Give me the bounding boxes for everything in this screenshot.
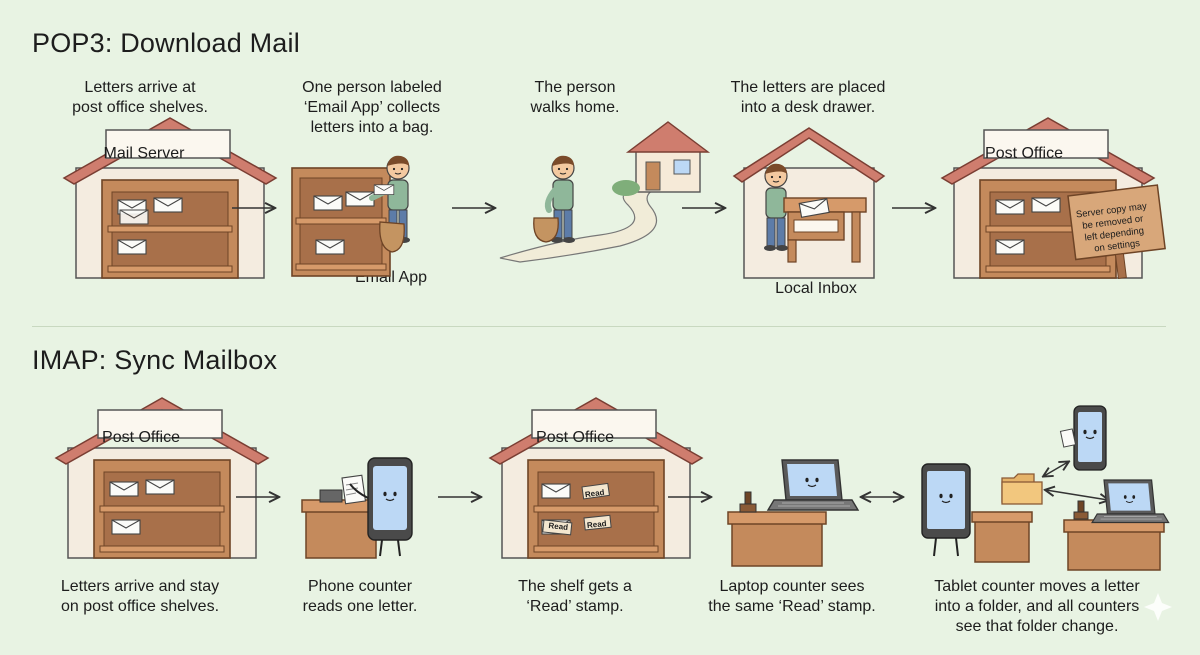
read-stamp-1 [581, 482, 610, 500]
phone-character-small [1059, 405, 1107, 471]
local-inbox-label: Local Inbox [775, 280, 857, 297]
arrow-both-icon [1044, 462, 1068, 476]
stamp-tool-icon [739, 491, 757, 513]
section-divider [32, 326, 1166, 327]
email-app-person [369, 155, 411, 244]
stamp-tool-icon [1073, 500, 1089, 520]
laptop-character [767, 459, 859, 511]
shelf-unit [291, 167, 391, 277]
arrow-both-icon [1046, 490, 1108, 500]
laptop-counter-small [1063, 519, 1165, 571]
imap-post-office-building [55, 397, 269, 559]
desk [783, 197, 867, 263]
mail-bag [533, 217, 559, 243]
imap-step-3-caption: The shelf gets a‘Read’ stamp. [518, 578, 632, 615]
read-stamp-text-2: Read [548, 521, 569, 532]
folder-icon [1001, 473, 1043, 505]
phone-counter [301, 489, 381, 559]
read-stamp-3 [583, 514, 612, 531]
post-office-sign: Post Office [985, 145, 1063, 162]
tablet-character [921, 463, 971, 557]
winding-path [499, 185, 665, 263]
laptop-counter [727, 511, 827, 567]
house-icon [612, 121, 711, 196]
read-stamp-2 [542, 519, 573, 536]
walking-person [544, 155, 576, 244]
mail-server-sign: Mail Server [104, 145, 186, 162]
tablet-counter [971, 511, 1033, 563]
sparkle-icon [1144, 593, 1172, 621]
laptop-character-small [1091, 479, 1170, 524]
imap-title: IMAP: Sync Mailbox [32, 345, 278, 375]
imap-post-office-sign-1: Post Office [102, 429, 180, 446]
server-note-sign [1067, 184, 1166, 280]
read-stamp-text-3: Read [587, 519, 608, 530]
mail-bag [379, 221, 405, 253]
phone-character [349, 457, 413, 557]
imap-post-office-stamped [489, 397, 703, 559]
imap-post-office-sign-2: Post Office [536, 429, 614, 446]
mail-server-building [63, 117, 277, 279]
pop3-title: POP3: Download Mail [32, 28, 300, 58]
read-stamp-text-1: Read [584, 488, 605, 500]
